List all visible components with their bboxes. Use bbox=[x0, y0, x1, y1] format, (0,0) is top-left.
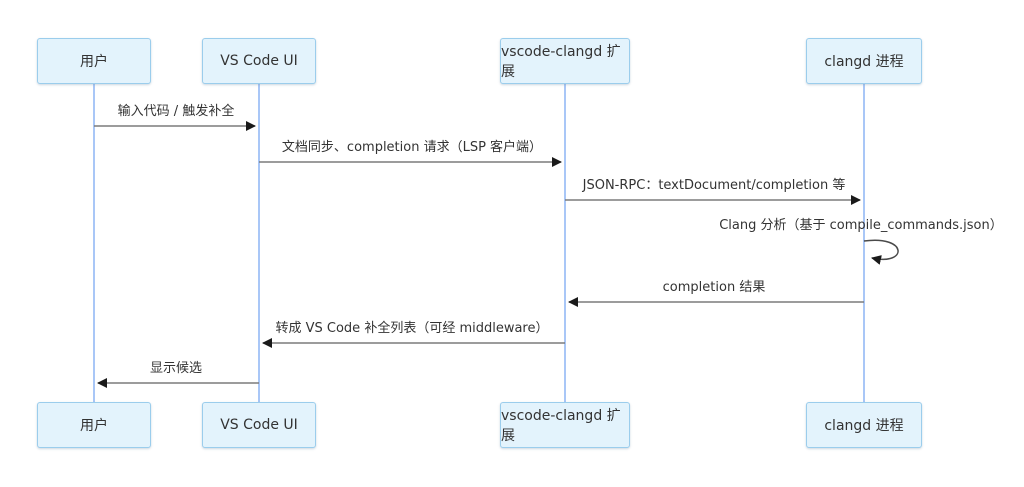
message-label-2: 文档同步、completion 请求（LSP 客户端） bbox=[281, 140, 543, 155]
lifeline-vscode-ui bbox=[258, 84, 260, 402]
actor-top-vscode-ui: VS Code UI bbox=[202, 38, 316, 84]
actor-top-clangd-process: clangd 进程 bbox=[806, 38, 922, 84]
message-label-3: JSON-RPC：textDocument/completion 等 bbox=[582, 178, 846, 193]
actor-bottom-clangd-process: clangd 进程 bbox=[806, 402, 922, 448]
actor-bottom-user: 用户 bbox=[37, 402, 151, 448]
actor-top-vscode-clangd-extension: vscode-clangd 扩展 bbox=[500, 38, 630, 84]
actor-bottom-vscode-ui: VS Code UI bbox=[202, 402, 316, 448]
actor-bottom-vscode-clangd-extension: vscode-clangd 扩展 bbox=[500, 402, 630, 448]
lifeline-vscode-clangd-extension bbox=[564, 84, 566, 402]
lifeline-user bbox=[93, 84, 95, 402]
message-label-4: Clang 分析（基于 compile_commands.json） bbox=[719, 218, 1003, 233]
lifeline-clangd-process bbox=[863, 84, 865, 402]
message-label-1: 输入代码 / 触发补全 bbox=[117, 104, 235, 119]
message-label-7: 显示候选 bbox=[149, 361, 203, 376]
self-loop-arrow bbox=[863, 239, 899, 265]
actor-top-user: 用户 bbox=[37, 38, 151, 84]
message-label-5: completion 结果 bbox=[662, 280, 766, 295]
message-label-6: 转成 VS Code 补全列表（可经 middleware） bbox=[275, 321, 549, 336]
